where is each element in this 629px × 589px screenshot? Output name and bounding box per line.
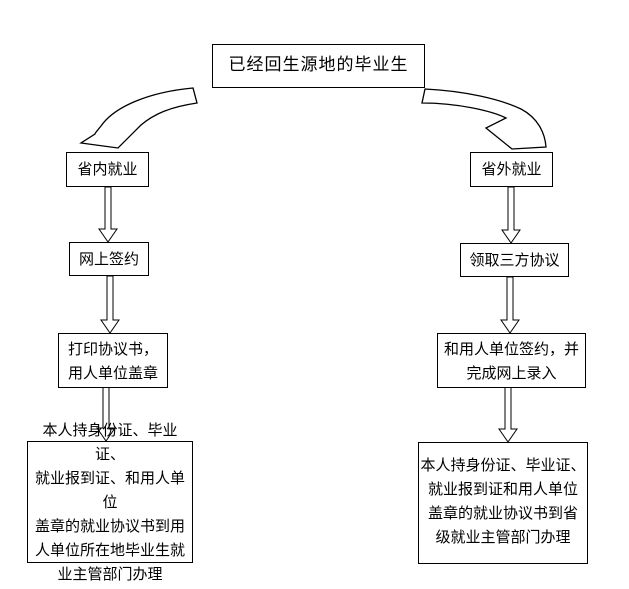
curved-arrow-right [421, 88, 547, 150]
flowchart-node-in-province: 省内就业 [66, 152, 149, 187]
down-arrow-left-3 [96, 386, 116, 442]
curved-arrow-left [79, 87, 198, 149]
flowchart-node-print-agreement: 打印协议书， 用人单位盖章 [58, 333, 168, 388]
flowchart-node-sign-with-employer: 和用人单位签约，并 完成网上录入 [437, 333, 586, 388]
flowchart-node-get-tripartite-agreement: 领取三方协议 [460, 243, 569, 277]
down-arrow-right-2 [500, 276, 520, 334]
flowchart-node-out-province-final: 本人持身份证、毕业证、 就业报到证和用人单位 盖章的就业协议书到省 级就业主管部… [418, 442, 588, 564]
flowchart-node-in-province-final: 本人持身份证、毕业证、 就业报到证、和用人单位 盖章的就业协议书到用 人单位所在… [27, 421, 193, 583]
down-arrow-right-1 [501, 186, 521, 244]
down-arrow-left-1 [98, 186, 118, 243]
flowchart-node-start: 已经回生源地的毕业生 [212, 44, 425, 88]
flowchart-node-online-sign: 网上签约 [69, 242, 149, 276]
down-arrow-right-3 [498, 386, 518, 443]
down-arrow-left-2 [100, 275, 120, 334]
flowchart-node-out-province: 省外就业 [470, 152, 553, 187]
